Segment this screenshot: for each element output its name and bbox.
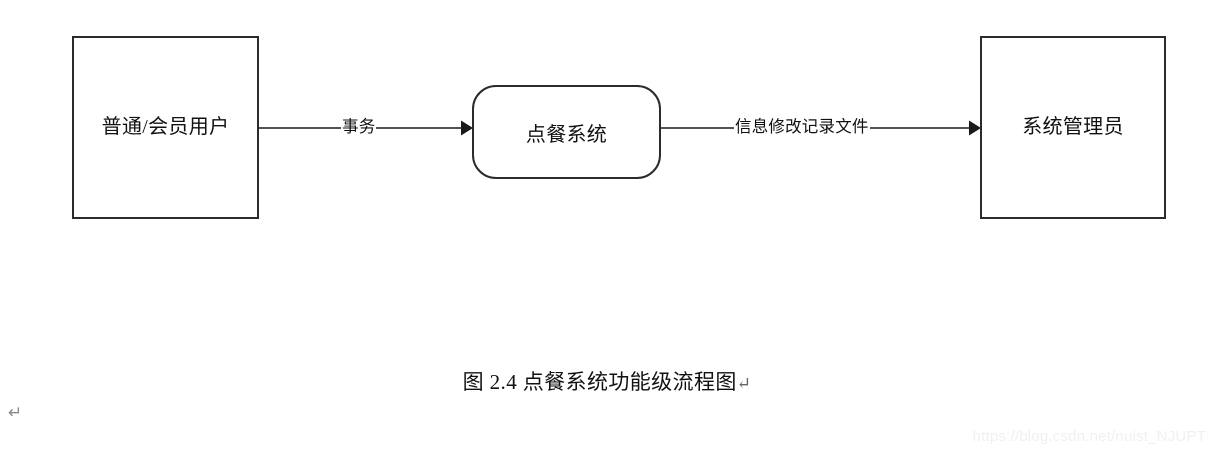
- arrowhead-icon: [969, 120, 981, 136]
- paragraph-return-mark-icon: ↵: [8, 403, 23, 423]
- process-label-order-system: 点餐系统: [525, 123, 608, 146]
- process-node-order-system: 点餐系统: [472, 85, 661, 179]
- figure-caption: 图 2.4 点餐系统功能级流程图↵: [0, 366, 1214, 396]
- arrowhead-icon: [461, 120, 473, 136]
- entity-label-user: 普通/会员用户: [101, 116, 230, 139]
- flow-label-transaction: 事务: [341, 117, 377, 136]
- flow-label-record-file: 信息修改记录文件: [734, 117, 870, 136]
- watermark-text: https://blog.csdn.net/nuist_NJUPT: [972, 428, 1206, 445]
- entity-box-admin: 系统管理员: [980, 36, 1166, 219]
- figure-caption-text: 图 2.4 点餐系统功能级流程图: [462, 370, 737, 394]
- entity-label-admin: 系统管理员: [1022, 116, 1124, 139]
- entity-box-user: 普通/会员用户: [72, 36, 259, 219]
- caption-return-mark-icon: ↵: [736, 374, 752, 393]
